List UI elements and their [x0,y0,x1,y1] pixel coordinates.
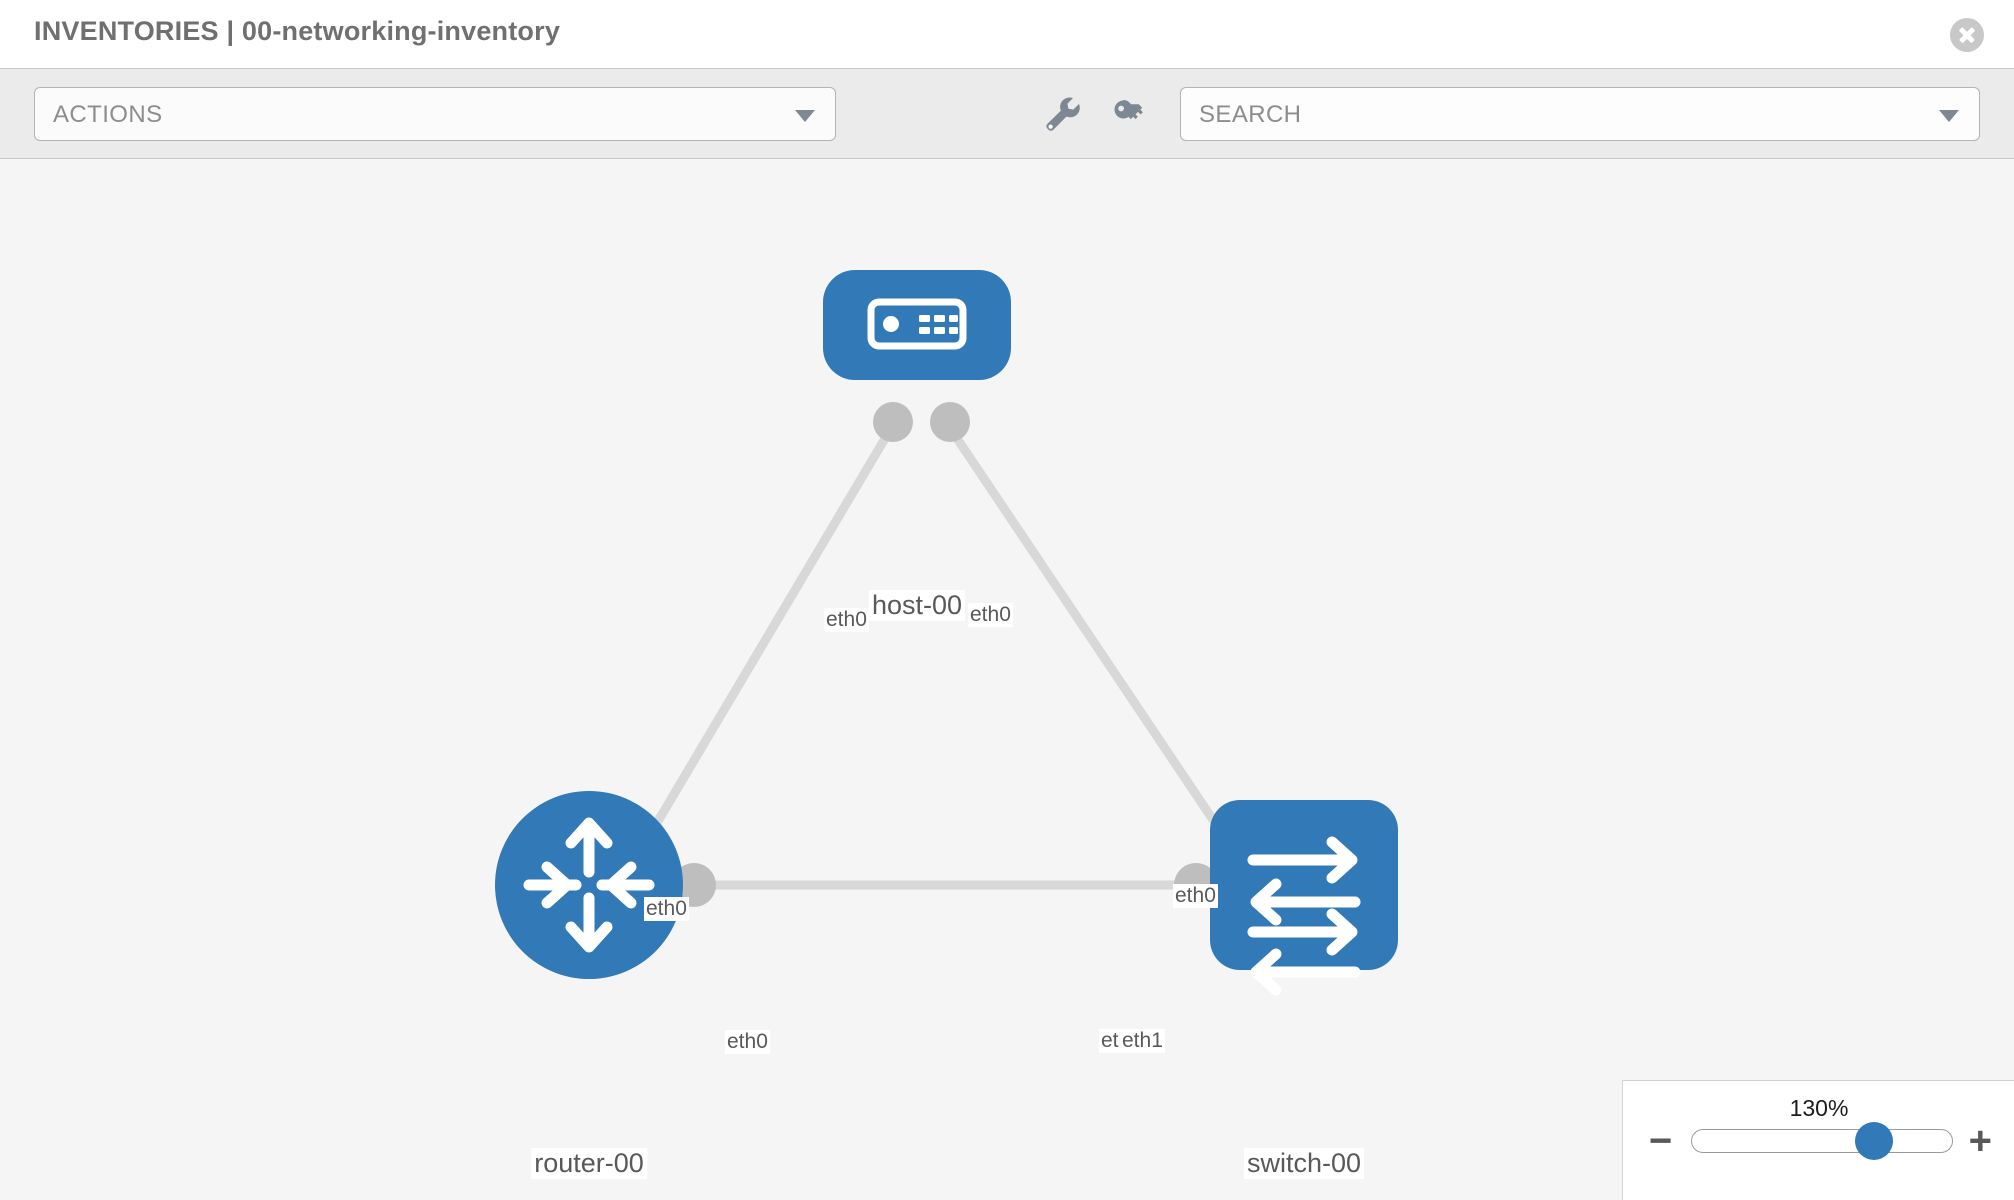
iface-label: eth0 [644,897,689,921]
iface-label: eth0 [725,1030,770,1054]
node-host-00 [823,270,1011,380]
header-bar: INVENTORIES | 00-networking-inventory [0,0,2014,69]
zoom-slider-thumb[interactable] [1855,1122,1893,1160]
page-title: INVENTORIES | 00-networking-inventory [34,16,561,46]
zoom-out-button[interactable]: − [1649,1119,1673,1163]
chevron-down-icon [795,110,815,122]
zoom-slider[interactable] [1691,1122,1953,1160]
topology-graph [495,270,1398,996]
search-placeholder: SEARCH [1199,101,1302,128]
iface-label: eth1 [1120,1029,1165,1053]
chevron-down-icon [1939,110,1959,122]
zoom-level-value: 130% [1789,1095,1849,1121]
node-switch-00 [1210,800,1398,996]
key-icon[interactable] [1106,91,1152,137]
topology-canvas[interactable]: host-00 router-00 switch-00 eth0 eth0 et… [0,160,2014,1200]
zoom-in-button[interactable]: + [1968,1119,1992,1163]
node-router-00 [495,791,683,979]
node-label-switch-00: switch-00 [1243,1148,1365,1179]
zoom-control-panel: 130% − + [1622,1080,2014,1200]
iface-label: eth0 [1173,884,1218,908]
wrench-icon[interactable] [1038,91,1084,137]
iface-label: eth0 [824,608,869,632]
connector-host-eth0-left [873,402,913,442]
connector-router-eth0 [672,863,716,907]
router-arrows-icon [523,817,655,953]
link-host-switch [944,422,1246,866]
iface-label: eth0 [968,603,1013,627]
actions-dropdown[interactable]: ACTIONS [34,87,836,141]
server-icon [867,298,967,350]
close-icon[interactable] [1950,18,1984,52]
node-label-host-00: host-00 [868,590,966,621]
switch-arrows-icon [1247,836,1361,996]
toolbar: ACTIONS SEARCH [0,69,2014,159]
node-label-router-00: router-00 [531,1148,647,1179]
link-host-router [625,422,897,873]
search-input[interactable]: SEARCH [1180,87,1980,141]
connector-host-eth0-right [930,402,970,442]
actions-dropdown-label: ACTIONS [53,101,163,128]
